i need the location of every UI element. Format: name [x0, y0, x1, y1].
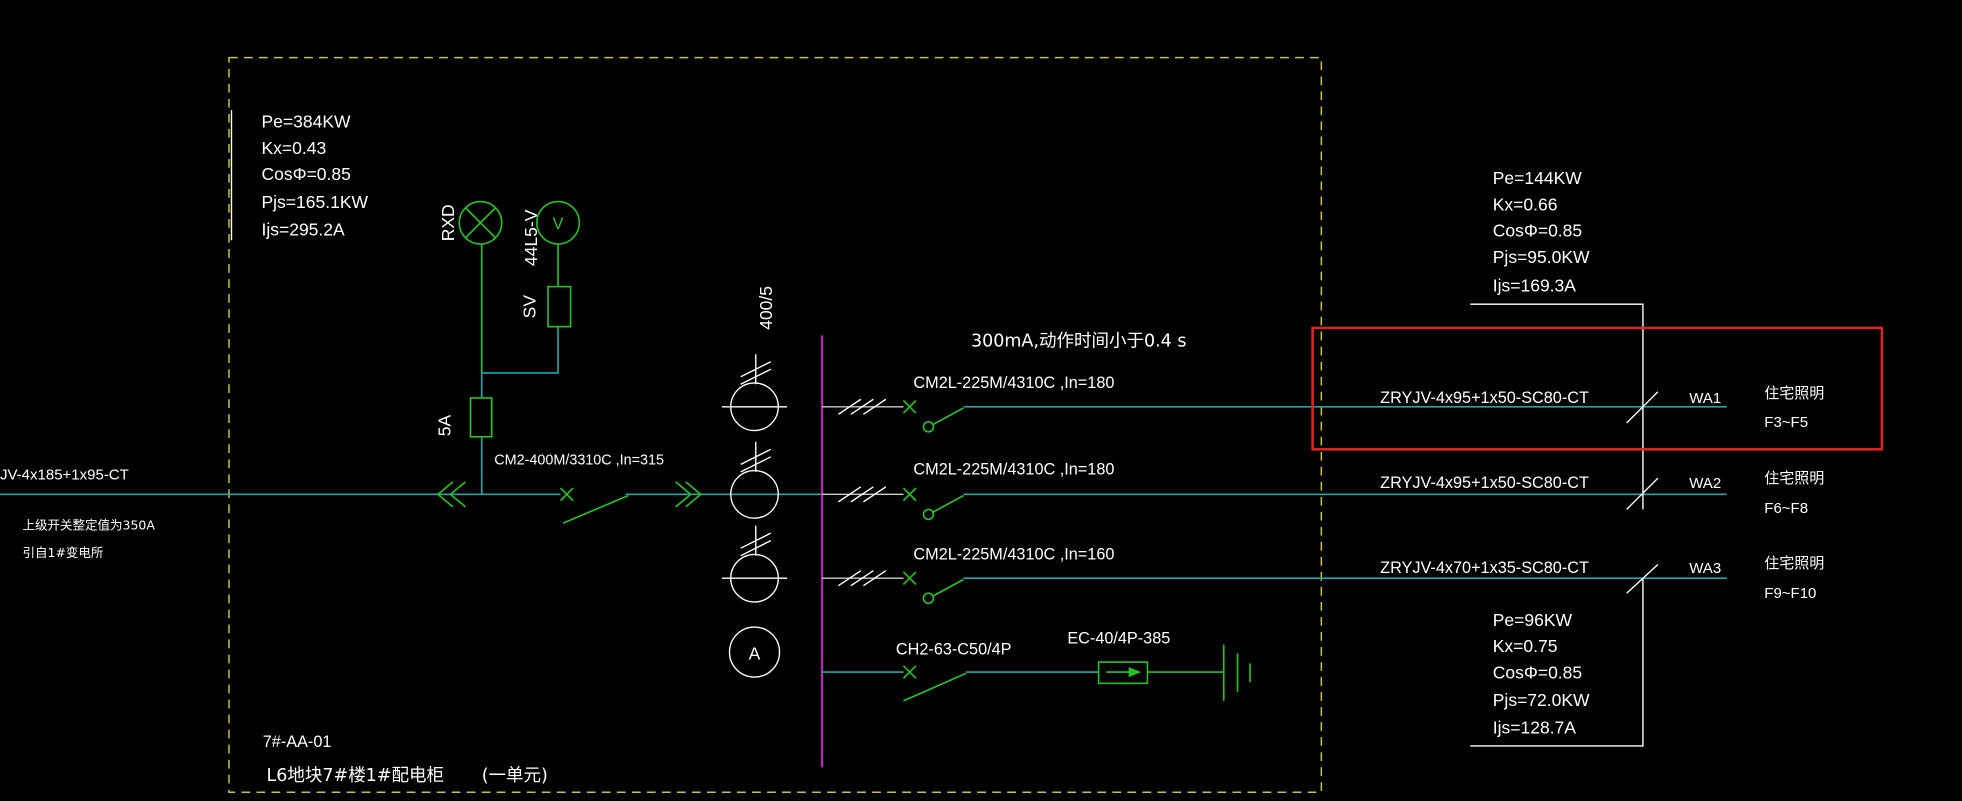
main-load-pe: Pe=384KW	[262, 112, 351, 132]
main-breaker-blade	[562, 494, 629, 524]
main-load-pjs: Pjs=165.1KW	[262, 192, 369, 212]
spd-breaker-blade	[903, 672, 967, 702]
feeder-2-floors-label: F6~F8	[1764, 500, 1808, 517]
main-breaker-cross	[559, 487, 574, 502]
feeder-3-circuit-label: WA3	[1689, 560, 1721, 577]
feeder-1-conductor-marks	[837, 398, 887, 415]
voltmeter-label: 44L5-V	[521, 209, 541, 266]
feeder-2-circuit-label: WA2	[1689, 475, 1721, 492]
group-load-lower-bracket	[1470, 578, 1644, 747]
fuse-label: 5A	[434, 415, 454, 437]
indicator-lamp-cross	[464, 207, 497, 239]
panel-id: 7#-AA-01	[263, 733, 332, 751]
indicator-branch: 5A RXD SV V 44L5-V	[434, 200, 581, 495]
feeder-1-load-label: 住宅照明	[1764, 384, 1824, 402]
main-breaker-label: CM2-400M/3310C ,In=315	[494, 452, 664, 468]
incoming-cable-label: JV-4x185+1x95-CT	[0, 466, 129, 483]
feeder-3-cable-label: ZRYJV-4x70+1x35-SC80-CT	[1380, 559, 1589, 577]
highlight-box	[1311, 326, 1884, 451]
ct-1-symbol	[730, 382, 779, 432]
feeder-3-breaker-pivot	[922, 592, 935, 605]
voltmeter-switch-symbol	[547, 285, 572, 328]
ammeter-symbol-letter: A	[749, 644, 761, 664]
voltmeter-symbol	[535, 200, 581, 245]
group-load-upper-kx: Kx=0.66	[1493, 194, 1558, 214]
outgoing-plug-symbol	[675, 481, 702, 508]
main-load-ijs: Ijs=295.2A	[262, 219, 346, 239]
spd-device-label: EC-40/4P-385	[1067, 629, 1170, 647]
group-load-lower: Pe=96KW Kx=0.75 CosΦ=0.85 Pjs=72.0KW Ijs…	[1470, 578, 1644, 747]
main-load-kx: Kx=0.43	[262, 138, 327, 158]
feeder-3-load-label: 住宅照明	[1764, 554, 1824, 572]
surge-protector-arrow-head	[1128, 667, 1142, 678]
spd-branch: CH2-63-C50/4P EC-40/4P-385	[822, 629, 1251, 702]
group-load-upper-pjs: Pjs=95.0KW	[1493, 247, 1590, 267]
feeder-1-breaker-blade	[933, 407, 964, 425]
feeder-2-breaker-blade	[933, 494, 964, 513]
ground-symbol	[1222, 644, 1251, 701]
feeder-1: CM2L-225M/4310C ,In=180 ZRYJV-4x95+1x50-…	[822, 374, 1824, 433]
feeder-3-floors-label: F9~F10	[1764, 585, 1816, 602]
voltmeter-switch-label: SV	[520, 295, 540, 319]
ammeter-symbol	[728, 626, 781, 678]
current-transformers: 400/5 A	[721, 286, 788, 678]
feeder-2-breaker-cross	[902, 487, 917, 502]
group-load-upper: Pe=144KW Kx=0.66 CosΦ=0.85 Pjs=95.0KW Ij…	[1470, 168, 1644, 510]
feeder-2-breaker-pivot	[922, 508, 935, 521]
incoming-feeder: JV-4x185+1x95-CT 上级开关整定值为350A 引自1#变电所	[0, 466, 561, 560]
feeder-3-breaker-blade	[933, 578, 964, 597]
fuse-symbol	[469, 397, 493, 438]
feeder-3-breaker-cross	[902, 571, 917, 586]
feeder-2-cable-label: ZRYJV-4x95+1x50-SC80-CT	[1380, 474, 1589, 492]
indicator-lamp-symbol	[458, 200, 503, 245]
main-load-cos: CosΦ=0.85	[262, 164, 351, 184]
feeder-2-conductor-marks	[837, 486, 887, 503]
feeder-3-breaker-label: CM2L-225M/4310C ,In=160	[913, 545, 1114, 563]
group-load-lower-cos: CosΦ=0.85	[1493, 662, 1582, 682]
incoming-plug-symbol	[436, 481, 466, 508]
voltmeter-symbol-letter: V	[553, 215, 564, 233]
feeder-1-circuit-label: WA1	[1689, 390, 1721, 407]
upstream-setting-note: 上级开关整定值为350A	[23, 517, 156, 532]
feeder-1-breaker-cross	[902, 399, 917, 414]
panel-title-block: 7#-AA-01 L6地块7#楼1#配电柜 (一单元)	[263, 733, 548, 786]
group-load-lower-kx: Kx=0.75	[1493, 636, 1558, 656]
group-load-lower-pe: Pe=96KW	[1493, 610, 1573, 630]
ct-ratio-label: 400/5	[756, 286, 776, 330]
spd-breaker-cross	[902, 665, 917, 679]
voltmeter-branch-line	[481, 326, 559, 374]
feeder-3-conductor-marks	[837, 570, 887, 587]
source-note: 引自1#变电所	[23, 545, 104, 560]
group-load-upper-ijs: Ijs=169.3A	[1493, 276, 1577, 296]
feeder-1-breaker-label: CM2L-225M/4310C ,In=180	[913, 374, 1114, 392]
ct-3-winding-mark	[740, 525, 772, 557]
indicator-lamp-label: RXD	[438, 204, 458, 241]
ct-2-winding-mark	[740, 441, 772, 473]
feeder-1-floors-label: F3~F5	[1764, 414, 1808, 431]
feeder-2-load-label: 住宅照明	[1764, 469, 1824, 487]
panel-unit: (一单元)	[482, 766, 548, 786]
feeder-1-cable-label: ZRYJV-4x95+1x50-SC80-CT	[1380, 389, 1589, 407]
group-load-upper-cos: CosΦ=0.85	[1493, 221, 1582, 241]
ct-1-winding-mark	[740, 354, 772, 385]
spd-breaker-label: CH2-63-C50/4P	[896, 641, 1012, 659]
main-breaker: CM2-400M/3310C ,In=315	[494, 452, 823, 524]
panel-boundary-frame	[228, 56, 1323, 793]
rcd-note: 300mA,动作时间小于0.4 s	[971, 332, 1186, 352]
group-load-upper-pe: Pe=144KW	[1493, 168, 1582, 188]
ct-2-symbol	[730, 469, 779, 519]
group-load-lower-ijs: Ijs=128.7A	[1493, 717, 1577, 737]
feeder-1-breaker-pivot	[922, 420, 935, 433]
feeder-2-breaker-label: CM2L-225M/4310C ,In=180	[913, 460, 1114, 478]
feeder-3: CM2L-225M/4310C ,In=160 ZRYJV-4x70+1x35-…	[822, 545, 1824, 605]
group-load-upper-bracket	[1470, 303, 1644, 510]
ct-3-symbol	[730, 553, 779, 603]
feeder-2: CM2L-225M/4310C ,In=180 ZRYJV-4x95+1x50-…	[822, 460, 1824, 521]
group-load-lower-pjs: Pjs=72.0KW	[1493, 690, 1590, 710]
main-load-block: Pe=384KW Kx=0.43 CosΦ=0.85 Pjs=165.1KW I…	[230, 110, 369, 241]
panel-name: L6地块7#楼1#配电柜	[267, 766, 444, 786]
